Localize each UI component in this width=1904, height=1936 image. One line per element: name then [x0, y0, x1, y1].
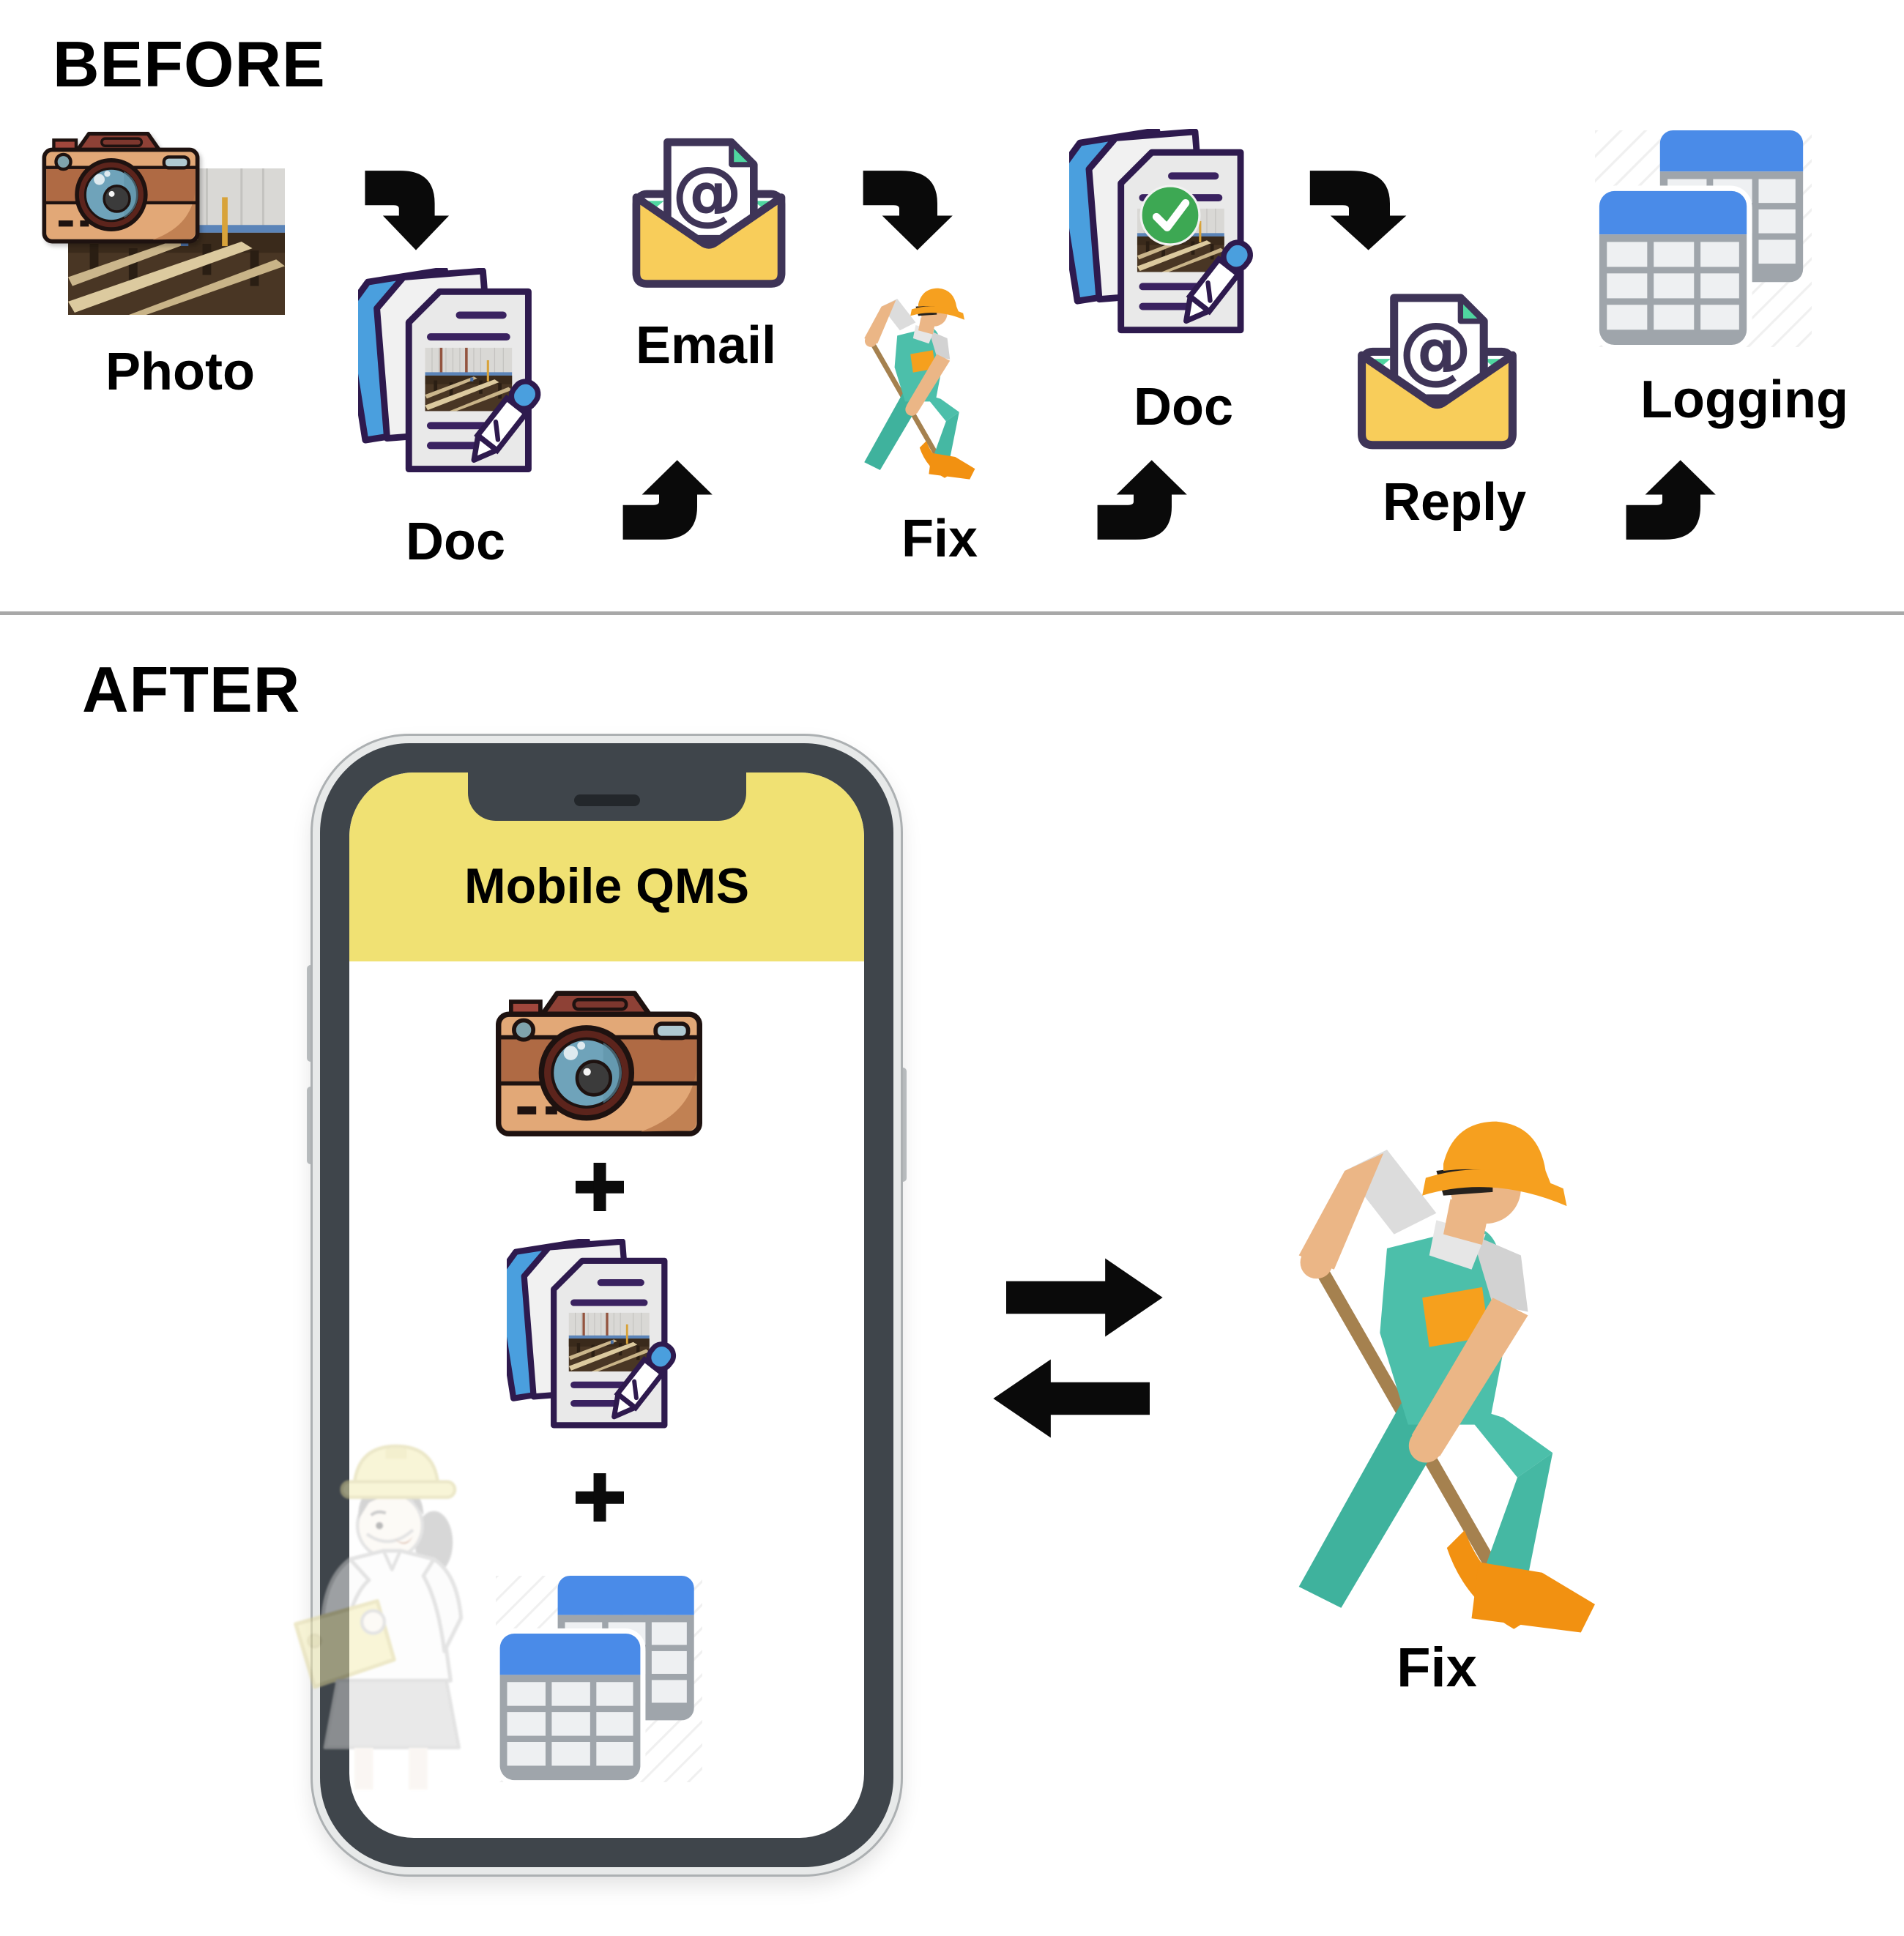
phone-power-button [899, 1068, 907, 1182]
curved-arrow-down-icon [365, 171, 450, 250]
spreadsheet-tables-icon [496, 1576, 702, 1782]
phone-volume-button [307, 965, 314, 1062]
curved-arrow-up-icon [1097, 460, 1187, 540]
phone-volume-button [307, 1087, 314, 1164]
step-label-photo: Photo [105, 343, 255, 401]
before-title: BEFORE [53, 28, 326, 100]
phone-app-title: Mobile QMS [464, 858, 750, 914]
plus-icon [576, 1473, 624, 1522]
after-title: AFTER [82, 653, 301, 726]
camera-icon [494, 987, 704, 1138]
reply-email-icon [1347, 286, 1527, 459]
spreadsheet-tables-icon [1595, 130, 1812, 347]
phone-notch [467, 772, 746, 821]
approved-check-icon [1139, 185, 1201, 246]
curved-arrow-up-icon [1626, 460, 1716, 540]
curved-arrow-up-icon [622, 460, 713, 540]
left-arrow-icon [993, 1359, 1150, 1438]
step-label-fix: Fix [901, 510, 978, 568]
curved-arrow-down-icon [1309, 171, 1407, 250]
worker-fix-illustration [852, 283, 984, 486]
plus-icon [576, 1163, 624, 1211]
step-label-logging: Logging [1640, 371, 1848, 429]
document-stack-icon [507, 1239, 691, 1440]
step-label-doc2: Doc [1133, 378, 1234, 436]
camera-icon [41, 129, 201, 245]
step-label-reply: Reply [1382, 473, 1527, 532]
after-fix-label: Fix [1397, 1637, 1477, 1699]
worker-fix-illustration [1267, 1114, 1620, 1643]
phone-speaker [573, 794, 640, 806]
section-divider [0, 611, 1904, 615]
engineer-illustration [291, 1419, 501, 1800]
document-stack-icon [358, 268, 557, 485]
step-label-doc: Doc [405, 513, 506, 571]
curved-arrow-down-icon [863, 171, 953, 250]
right-arrow-icon [1006, 1258, 1163, 1337]
email-icon [622, 132, 795, 296]
step-label-email: Email [635, 316, 777, 375]
